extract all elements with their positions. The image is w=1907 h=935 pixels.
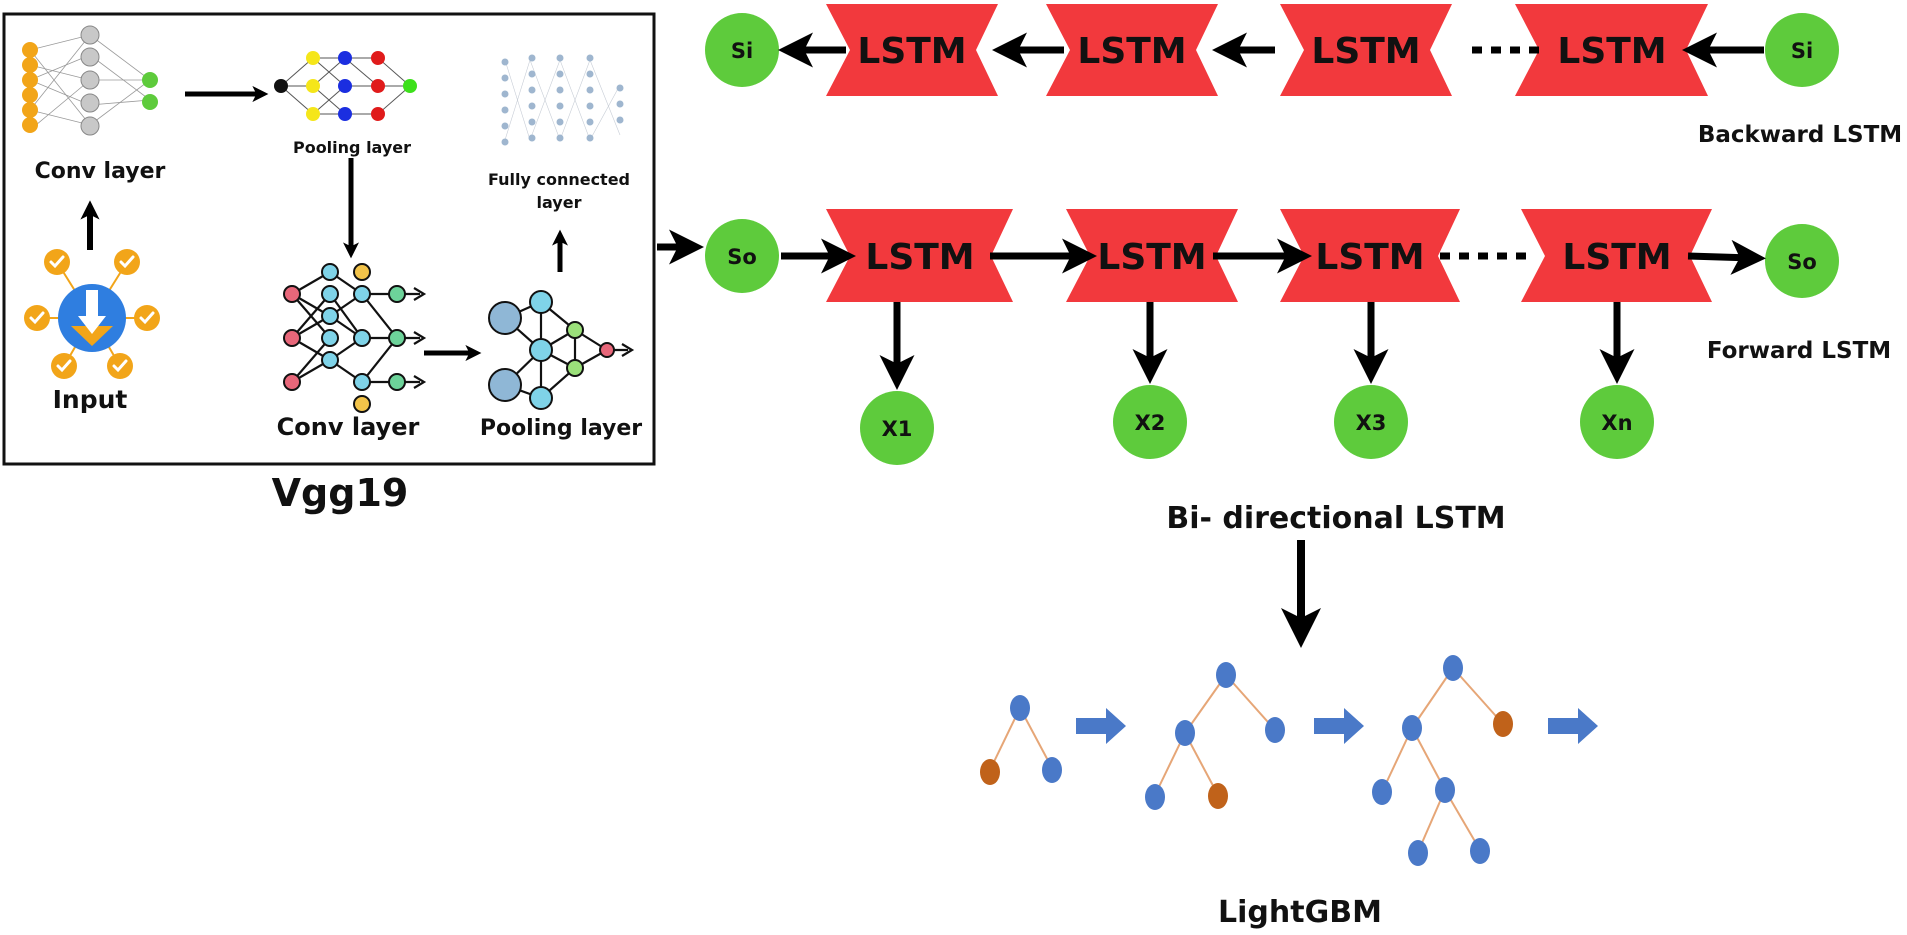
backward-lstm-cell-3-label: LSTM xyxy=(1311,31,1420,72)
backward-lstm-cell-1-label: LSTM xyxy=(857,31,966,72)
forward-lstm-cell-3-label: LSTM xyxy=(1315,237,1424,278)
output-node-xn-label: Xn xyxy=(1601,411,1632,435)
conv-layer-icon-1 xyxy=(22,25,158,136)
output-node-x2 xyxy=(1113,385,1187,459)
forward-lstm-cell-1 xyxy=(826,209,1013,302)
bilstm-label: Bi- directional LSTM xyxy=(1166,501,1505,536)
tree-next-arrow-3 xyxy=(1548,708,1598,744)
tree-3-leaf xyxy=(1470,838,1490,864)
pooling-layer-label-1: Pooling layer xyxy=(293,138,411,157)
output-node-x2-label: X2 xyxy=(1135,411,1166,435)
backward-lstm-cell-4 xyxy=(1515,4,1708,96)
tree-1-leaf xyxy=(1042,757,1062,783)
backward-lstm-cell-4-label: LSTM xyxy=(1557,31,1666,72)
tree-3-leaf xyxy=(1372,779,1392,805)
backward-lstm-cell-2 xyxy=(1046,4,1218,96)
forward-start-node xyxy=(705,219,779,293)
forward-lstm-cell-4 xyxy=(1521,209,1712,302)
pooling-layer-icon-2 xyxy=(488,290,635,410)
output-node-x1 xyxy=(860,391,934,465)
tree-3-leaf xyxy=(1408,840,1428,866)
lightgbm-trees xyxy=(980,655,1598,866)
tree-next-arrow-1 xyxy=(1076,708,1126,744)
tree-2-leaf xyxy=(1265,717,1285,743)
conv-layer-label-1: Conv layer xyxy=(35,159,166,184)
vgg19-title: Vgg19 xyxy=(272,471,409,515)
tree-2-node xyxy=(1216,662,1236,688)
output-node-x3 xyxy=(1334,385,1408,459)
backward-start-node-label: Si xyxy=(1791,39,1813,63)
forward-end-node-label: So xyxy=(1787,250,1817,274)
forward-start-node-label: So xyxy=(727,245,757,269)
backward-lstm-cell-1 xyxy=(826,4,998,96)
pooling-layer-icon-1 xyxy=(274,51,417,121)
tree-2-leaf xyxy=(1145,784,1165,810)
forward-lstm-row: So LSTM LSTM LSTM LSTM So X1 X2 X3 xyxy=(705,209,1839,465)
backward-lstm-cell-2-label: LSTM xyxy=(1077,31,1186,72)
conv-layer-icon-2 xyxy=(283,263,427,413)
tree-1-node xyxy=(1010,695,1030,721)
tree-2-leaf xyxy=(1208,783,1228,809)
backward-start-node xyxy=(1765,13,1839,87)
tree-1-leaf xyxy=(980,759,1000,785)
input-label: Input xyxy=(53,385,128,414)
forward-lstm-label: Forward LSTM xyxy=(1707,338,1891,364)
vgg19-block: Conv layer Input xyxy=(2,12,656,466)
input-icon xyxy=(22,247,162,381)
forward-lstm-cell-2-label: LSTM xyxy=(1097,237,1206,278)
output-node-x1-label: X1 xyxy=(882,417,913,441)
output-node-xn xyxy=(1580,385,1654,459)
backward-lstm-label: Backward LSTM xyxy=(1698,122,1902,148)
output-node-x3-label: X3 xyxy=(1356,411,1387,435)
fully-connected-label-line-2: layer xyxy=(537,193,582,212)
forward-lstm-cell-3 xyxy=(1280,209,1460,302)
forward-lstm-cell-1-label: LSTM xyxy=(865,237,974,278)
backward-end-node xyxy=(705,13,779,87)
backward-lstm-cell-3 xyxy=(1280,4,1452,96)
conv-layer-label-2: Conv layer xyxy=(277,413,420,441)
tree-2-node xyxy=(1175,720,1195,746)
fully-connected-icon xyxy=(501,54,624,146)
forward-arrow-out xyxy=(1687,239,1766,275)
backward-lstm-row: Si LSTM LSTM LSTM LSTM Si xyxy=(705,4,1839,96)
pooling-layer-label-2: Pooling layer xyxy=(480,416,642,441)
tree-3-node xyxy=(1402,715,1422,741)
forward-lstm-cell-4-label: LSTM xyxy=(1562,237,1671,278)
fully-connected-label-line-1: Fully connected xyxy=(488,170,630,189)
lightgbm-label: LightGBM xyxy=(1218,895,1382,930)
forward-end-node xyxy=(1765,224,1839,298)
tree-next-arrow-2 xyxy=(1314,708,1364,744)
tree-3-node xyxy=(1435,777,1455,803)
tree-3-leaf xyxy=(1493,711,1513,737)
backward-end-node-label: Si xyxy=(731,39,753,63)
forward-lstm-cell-2 xyxy=(1066,209,1238,302)
tree-3-node xyxy=(1443,655,1463,681)
